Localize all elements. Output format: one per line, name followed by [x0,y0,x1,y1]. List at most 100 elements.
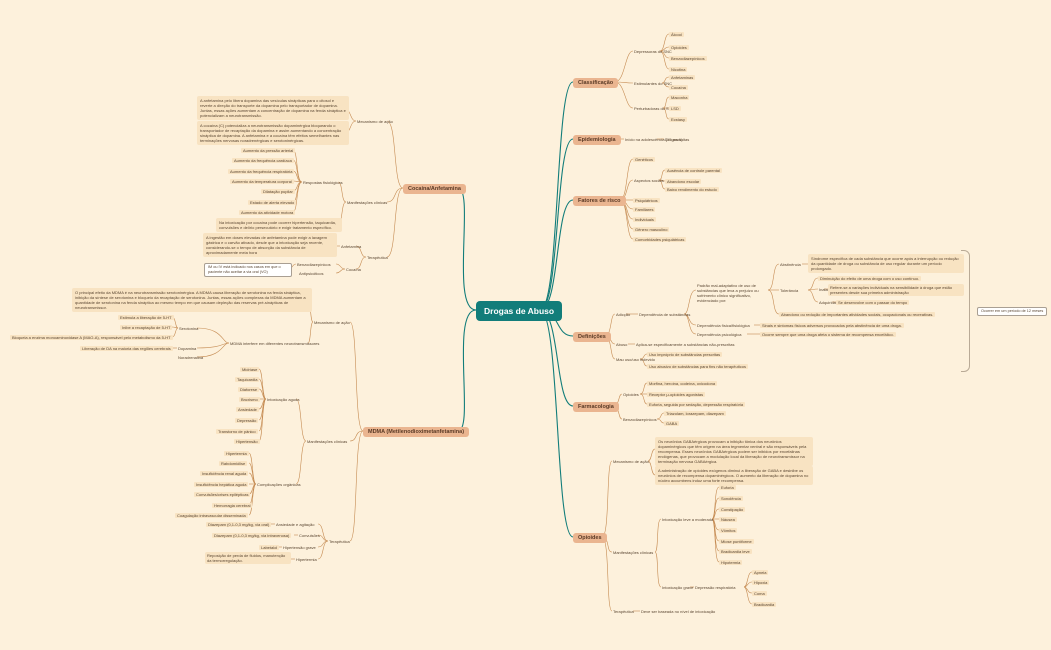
organica-item[interactable]: Insuficiência hepática aguda [194,482,249,487]
fator-item[interactable]: Genéticos [633,157,656,162]
abuso-descricao[interactable]: Aplica-se especificamente a substâncias … [636,342,735,347]
aguda-item[interactable]: Hipertensão [234,439,260,444]
topic-classificacao[interactable]: Classificação [573,78,619,88]
epidemiologia-inicio[interactable]: Início na adolescência (15 anos) [625,137,683,142]
intox-leve-item[interactable]: Hipotermia [719,560,743,565]
mdma-manifestacoes[interactable]: Manifestações clínicas [307,439,348,444]
intox-grave-item[interactable]: Hipoxia [752,580,770,585]
topic-definicoes[interactable]: Definições [573,332,611,342]
periodo-note[interactable]: Ocorrer em um período de 12 meses [977,307,1048,316]
classificacao-estimulantes[interactable]: Estimulantes do SNC [634,81,673,86]
definicao-dependencia[interactable]: Dependência de substâncias [639,312,691,317]
depressora-item[interactable]: Álcool [669,32,684,37]
intox-leve-item[interactable]: Bradicardia leve [719,549,752,554]
intox-leve-item[interactable]: Constipação [719,507,746,512]
mdma-noradrenalina[interactable]: Noradrenalina [178,355,204,360]
intox-grave-item[interactable]: Apneia [752,570,769,575]
definicao-padrao[interactable]: Padrão mal-adaptativo de uso de substânc… [697,283,759,303]
topic-farmacologia[interactable]: Farmacologia [573,402,619,412]
cocaina-mecanismo[interactable]: Mecanismo de ação [357,119,393,124]
inata-descricao[interactable]: Refere-se a variações individuais na sen… [828,284,964,296]
farmacologia-benzo[interactable]: Benzodiazepínicos [623,417,657,422]
resposta-item[interactable]: Aumento da frequência cardíaca [232,158,294,163]
classificacao-perturbadoras[interactable]: Perturbadoras do SNC [634,106,675,111]
definicao-dep-psicologica[interactable]: Dependência psicológica [697,332,742,337]
aguda-item[interactable]: Midríase [240,367,260,372]
resposta-item[interactable]: Aumento da temperatura corporal [230,179,294,184]
dep-fisica-descricao[interactable]: Sinais e sintomas físicos adversos provo… [760,323,904,328]
mdma-hipertensao-grave[interactable]: Hipertensão grave [283,545,316,550]
terapeutica-anfetamina[interactable]: Anfetamina [341,244,362,249]
organica-item[interactable]: Hipertermia [224,451,249,456]
dopamina-item[interactable]: Liberação de DA na maioria das regiões c… [80,346,173,351]
depressora-item[interactable]: Opioides [669,45,689,50]
mdma-complicacoes[interactable]: Complicações orgânicas [257,482,301,487]
topic-mdma[interactable]: MDMA (Metilenodioximetanfetamina) [363,427,470,437]
cocaina-mecanismo-2[interactable]: A cocaína (C) potencializa a neurotransm… [197,121,349,145]
opioides-intoxicacao-leve[interactable]: Intoxicação leve a moderada [662,517,714,522]
organica-item[interactable]: Coagulação intravascular disseminada [175,513,248,518]
mdma-serotonina[interactable]: Serotonina [179,326,199,331]
hipertermia-desc[interactable]: Reposição de perda de fluidos, manutençã… [205,552,291,564]
resposta-item[interactable]: Aumento da pressão arterial [241,148,296,153]
mdma-convulsoes[interactable]: Convulsões [299,533,320,538]
aguda-item[interactable]: Depressão [235,418,259,423]
mdma-mecanismo-desc[interactable]: O principal efeito da MDMA é na neurotra… [72,288,312,312]
aguda-item[interactable]: Transtorno de pânico [216,429,258,434]
fator-item[interactable]: Familiares [633,207,656,212]
aguda-item[interactable]: Diaforese [238,387,260,392]
opioides-terapeutica-desc[interactable]: Deve ser baseada no nível de intoxicação [641,609,716,614]
organica-item[interactable]: Rabdomiólise [219,461,248,466]
farm-benzo-item[interactable]: GABA [664,421,680,426]
cocaina-respostas[interactable]: Respostas fisiológicas [303,180,343,185]
depressora-item[interactable]: Nicotina [669,67,688,72]
topic-opioides[interactable]: Opioides [573,533,607,543]
definicao-dep-fisica[interactable]: Dependência física/fisiológica [697,323,750,328]
perturbadora-item[interactable]: Maconha [669,95,690,100]
intox-leve-item[interactable]: Náusea [719,517,737,522]
aguda-item[interactable]: Ansiedade [236,407,259,412]
terapeutica-cocaina[interactable]: Cocaína [346,267,361,272]
organica-item[interactable]: Hemorragia cerebral [212,503,253,508]
topic-epidemiologia[interactable]: Epidemiologia [573,135,621,145]
resposta-item[interactable]: Aumento da atividade motora [239,210,296,215]
intox-grave-item[interactable]: Coma [752,591,767,596]
aguda-item[interactable]: Taquicardia [235,377,260,382]
definicao-tolerancia[interactable]: Tolerância [780,288,799,293]
mdma-intoxicacao-aguda[interactable]: Intoxicação aguda [267,397,300,402]
organica-item[interactable]: Convulsões/crises epilépticas [194,492,251,497]
opioides-mecanismo[interactable]: Mecanismo de ação [613,459,649,464]
farmacologia-opioides[interactable]: Opioides [623,392,639,397]
abstinencia-descricao[interactable]: Síndrome específica de cada substância q… [808,254,964,273]
opioides-mecanismo-2[interactable]: A administração de opioides exógenos dim… [655,466,813,485]
farm-benzo-item[interactable]: Triazolam, lorazepam, diazepam [664,411,726,416]
estimulante-item[interactable]: Anfetaminas [669,75,696,80]
cocaina-intoxicacao[interactable]: Na intoxicação por cocaína pode ocorrer … [216,218,342,232]
tolerancia-diminuicao[interactable]: Diminuição do efeito de uma droga com o … [818,276,922,281]
hipertensao-desc[interactable]: Labetalol [259,545,280,550]
resposta-item[interactable]: Estado de alerta elevado [248,200,297,205]
intox-leve-item[interactable]: Sonolência [719,496,743,501]
fator-social-item[interactable]: Baixo rendimento do estudo [665,187,719,192]
cocaina-mecanismo-1[interactable]: A anfetamina pelo libera dopamina das ve… [197,96,349,120]
fator-social-item[interactable]: Ausência de controle parental [665,168,722,173]
convulsoes-desc[interactable]: Diazepam (0,1-0,3 mg/kg, via intravenosa… [212,533,292,538]
cocaina-terapeutica[interactable]: Terapêutica [367,255,388,260]
tolerancia-adquirida[interactable]: Adquirida [819,300,836,305]
central-topic[interactable]: Drogas de Abuso [476,301,563,321]
perturbadora-item[interactable]: Ecstasy [669,117,688,122]
serotonina-item[interactable]: Estimula a liberação de 5-HT [118,315,174,320]
opioides-depressao-respiratoria[interactable]: Depressão respiratória [695,585,736,590]
mdma-dopamina[interactable]: Dopamina [178,346,197,351]
tolerancia-inata[interactable]: Inata [819,287,828,292]
perturbadora-item[interactable]: LSD [669,106,681,111]
opioides-terapeutica[interactable]: Terapêutica [613,609,634,614]
mdma-interfere[interactable]: MDMA interfere em diferentes neurotransm… [230,341,320,346]
definicao-adiccao[interactable]: Adicção [616,312,631,317]
farm-opioide-item[interactable]: Euforia, seguida por sedação, depressão … [647,402,746,407]
opioides-intoxicacao-grave[interactable]: Intoxicação grave [662,585,694,590]
topic-cocaina-anfetamina[interactable]: Cocaína/Anfetamina [403,184,466,194]
mau-uso-item[interactable]: Uso impróprio de substâncias prescritas [647,352,723,357]
aguda-item[interactable]: Bruxismo [239,397,260,402]
organica-item[interactable]: Insuficiência renal aguda [200,471,249,476]
